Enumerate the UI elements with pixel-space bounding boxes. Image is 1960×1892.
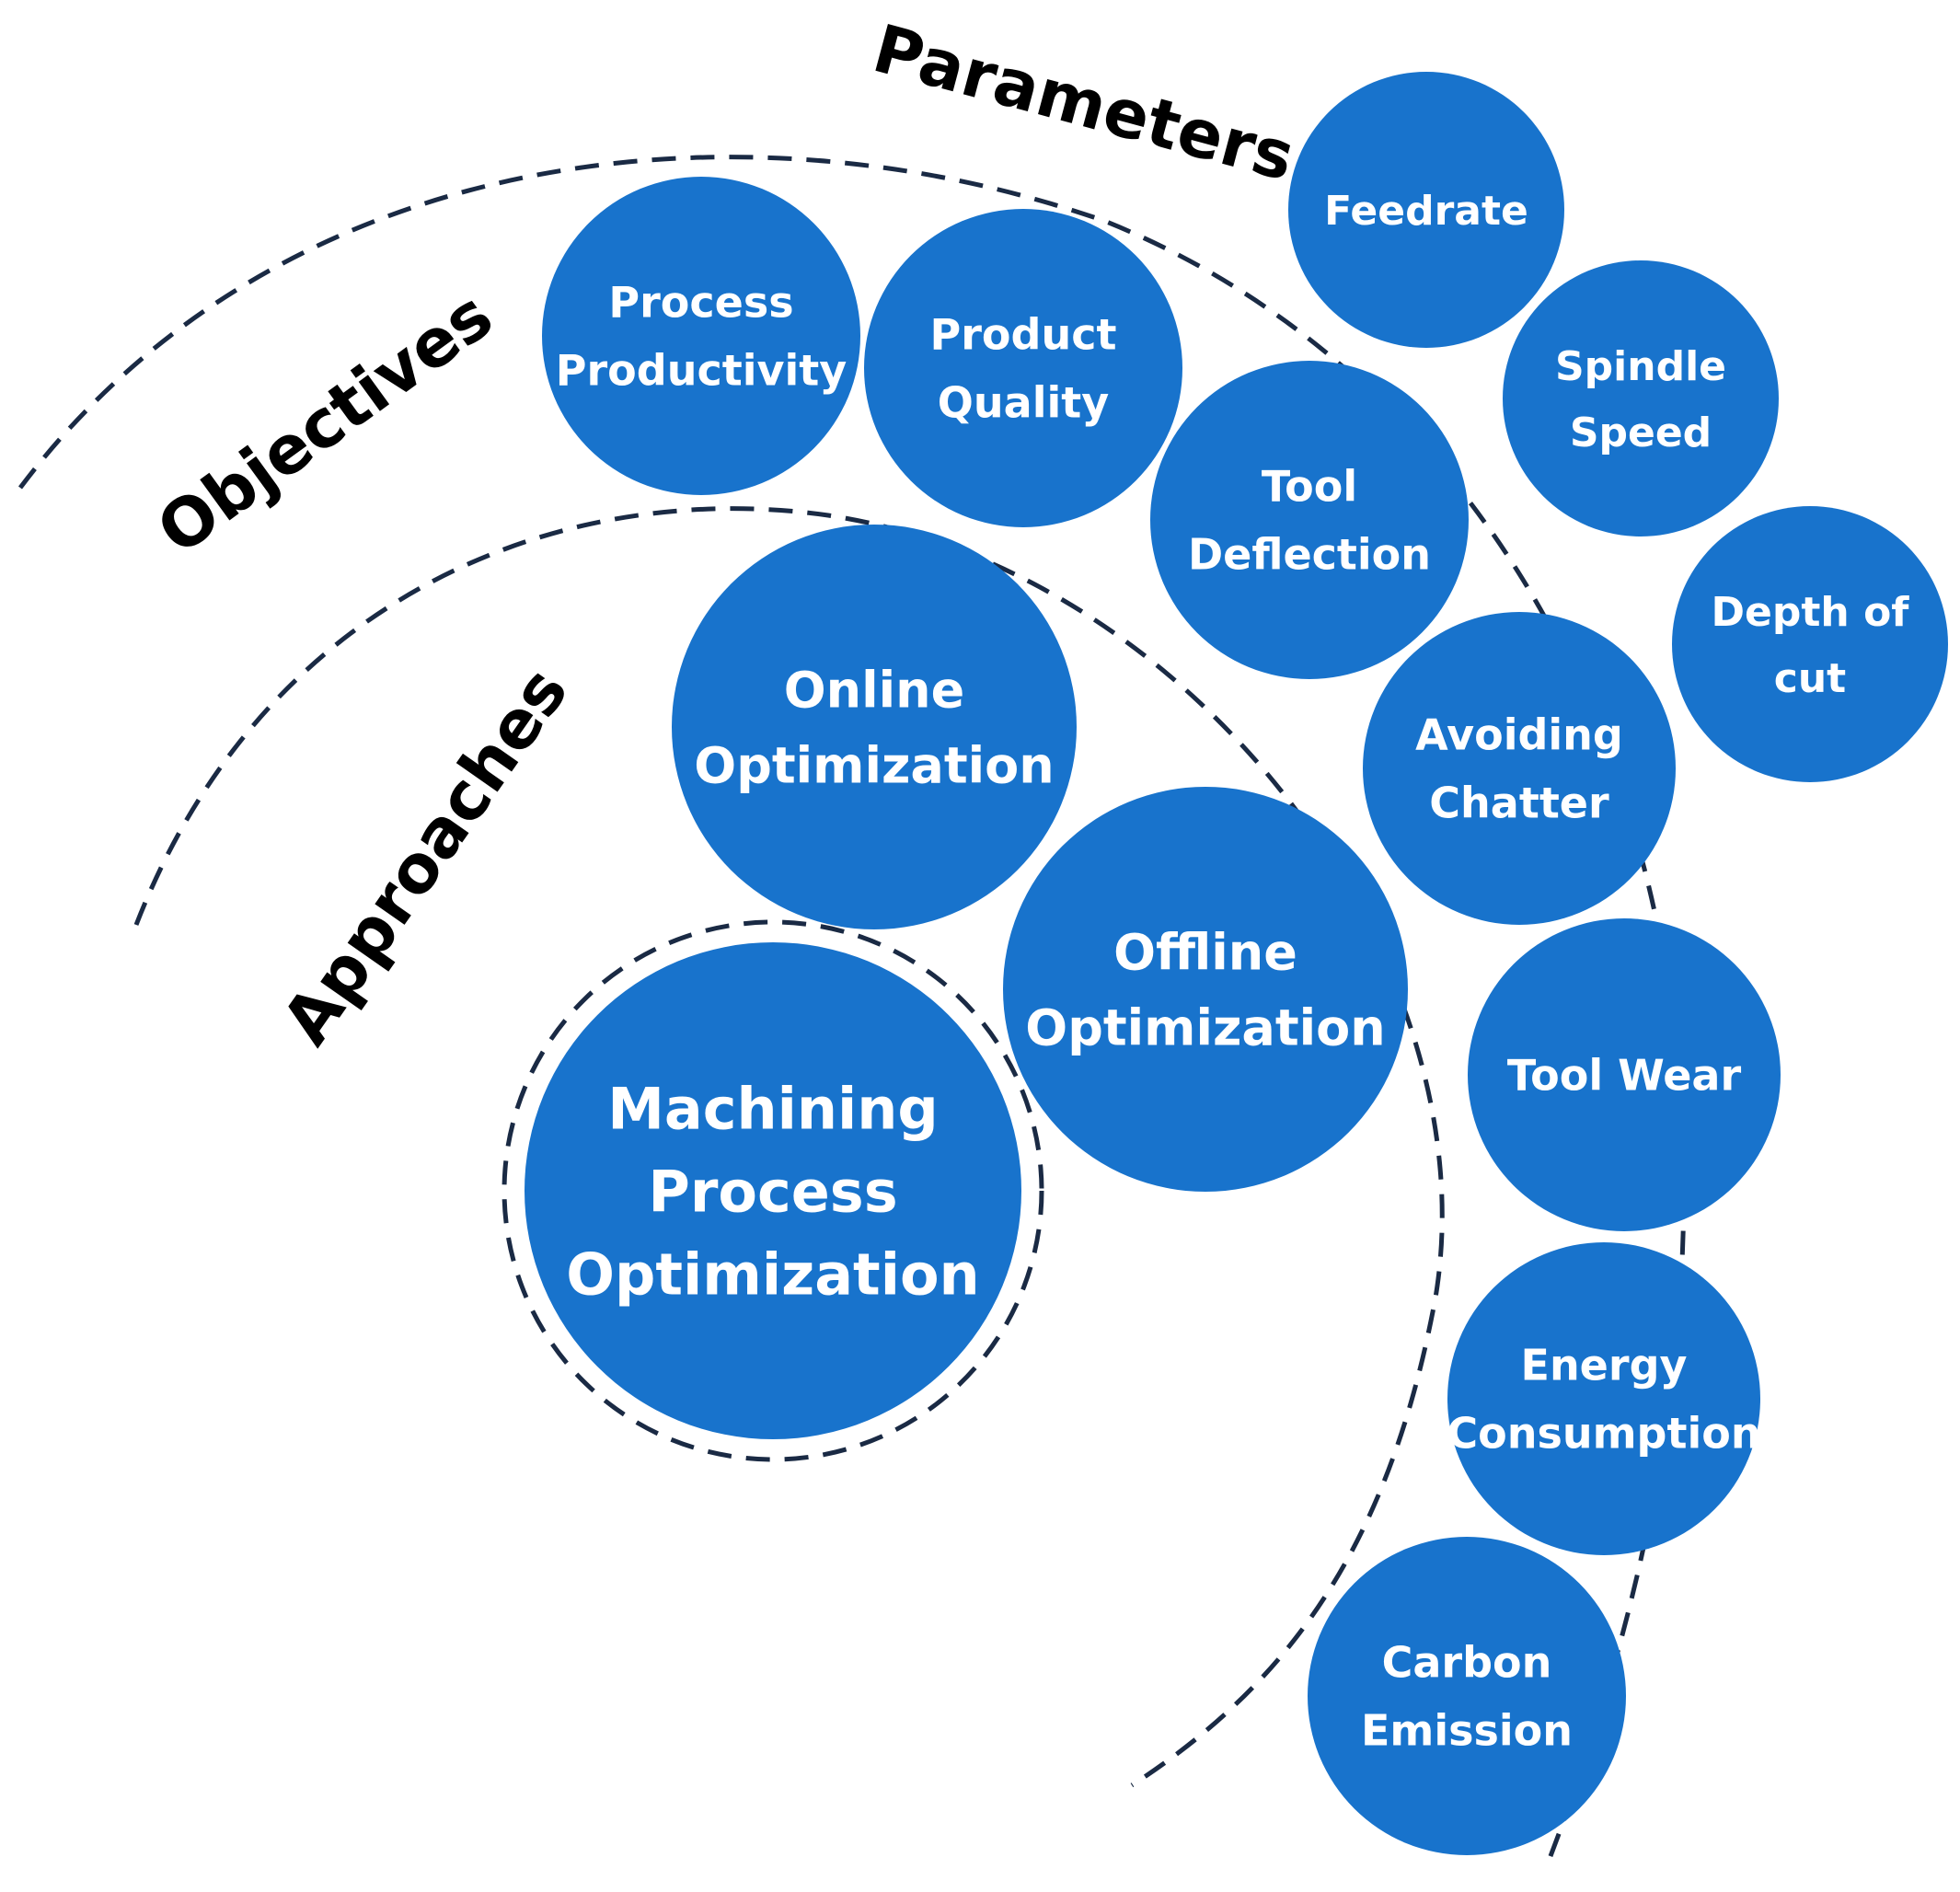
parameter-bubble-spindle-speed-label-line: Speed [1570,410,1712,456]
parameter-bubble-depth-of-cut-label-line: Depth of [1712,589,1910,636]
objective-bubble-process-productivity-label-line: Productivity [556,346,847,396]
approach-bubble-offline-label-line: Offline [1113,923,1297,981]
objective-bubble-product-quality-circle [864,209,1182,527]
parameter-bubble-depth-of-cut: Depth of cut [1672,506,1948,782]
objective-bubble-tool-deflection-circle [1150,361,1469,679]
inner-dashed-arc [133,506,1445,1788]
objective-bubble-tool-deflection-label-line: Deflection [1188,530,1431,580]
objective-bubble-process-productivity-label-line: Process [608,278,793,328]
objective-bubble-product-quality-label-line: Product [930,310,1117,360]
center-bubble-label-line: Machining [607,1075,939,1142]
objective-bubble-carbon-emission-circle [1308,1537,1626,1855]
parameter-bubble-depth-of-cut-circle [1672,506,1948,782]
approach-bubble-online-label-line: Online [784,661,964,719]
objective-bubble-energy-consumption-label-line: Energy [1521,1341,1688,1390]
objective-bubble-carbon-emission-label-line: Emission [1361,1706,1573,1756]
objective-bubble-energy-consumption-label-line: Consumption [1447,1409,1760,1459]
objective-bubble-product-quality-label-line: Quality [938,378,1109,428]
objective-bubble-process-productivity-circle [542,177,860,495]
parameter-bubble-depth-of-cut-label-line: cut [1774,655,1846,702]
parameter-bubble-feedrate-circle [1288,72,1564,348]
parameter-bubble-feedrate: Feedrate [1288,72,1564,348]
parameter-bubble-spindle-speed-circle [1503,260,1779,536]
center-dashed-ring [502,919,1044,1462]
approach-bubble-online-label-line: Optimization [694,736,1054,794]
parameter-bubble-feedrate-label-line: Feedrate [1324,188,1528,235]
approach-bubble-offline-circle [1003,787,1408,1192]
bubble-layer: MachiningProcessOptimizationOnlineOptimi… [525,72,1948,1855]
objective-bubble-avoiding-chatter-label-line: Avoiding [1415,710,1623,760]
objectives-label: Objectives [144,276,507,570]
center-bubble-label-line: Process [648,1158,897,1225]
parameter-bubble-spindle-speed-label-line: Spindle [1555,343,1726,390]
approach-bubble-offline-label-line: Optimization [1025,998,1385,1056]
center-bubble-label-line: Optimization [566,1240,979,1308]
approach-bubble-online-circle [672,525,1077,929]
objective-bubble-tool-deflection-label-line: Tool [1262,462,1357,512]
objective-bubble-tool-wear-label-line: Tool Wear [1507,1051,1742,1101]
outer-dashed-arc [18,155,1687,1869]
objective-bubble-tool-wear-circle [1468,918,1781,1231]
objective-bubble-avoiding-chatter-label-line: Chatter [1429,779,1609,828]
center-bubble-circle [525,942,1021,1439]
objective-bubble-tool-wear: Tool Wear [1468,918,1781,1231]
objective-bubble-energy-consumption-circle [1447,1242,1760,1555]
objective-bubble-avoiding-chatter-circle [1363,612,1676,925]
objective-bubble-carbon-emission-label-line: Carbon [1382,1638,1552,1688]
approaches-label: Approaches [267,653,582,1058]
parameters-label: Parameters [866,9,1303,196]
